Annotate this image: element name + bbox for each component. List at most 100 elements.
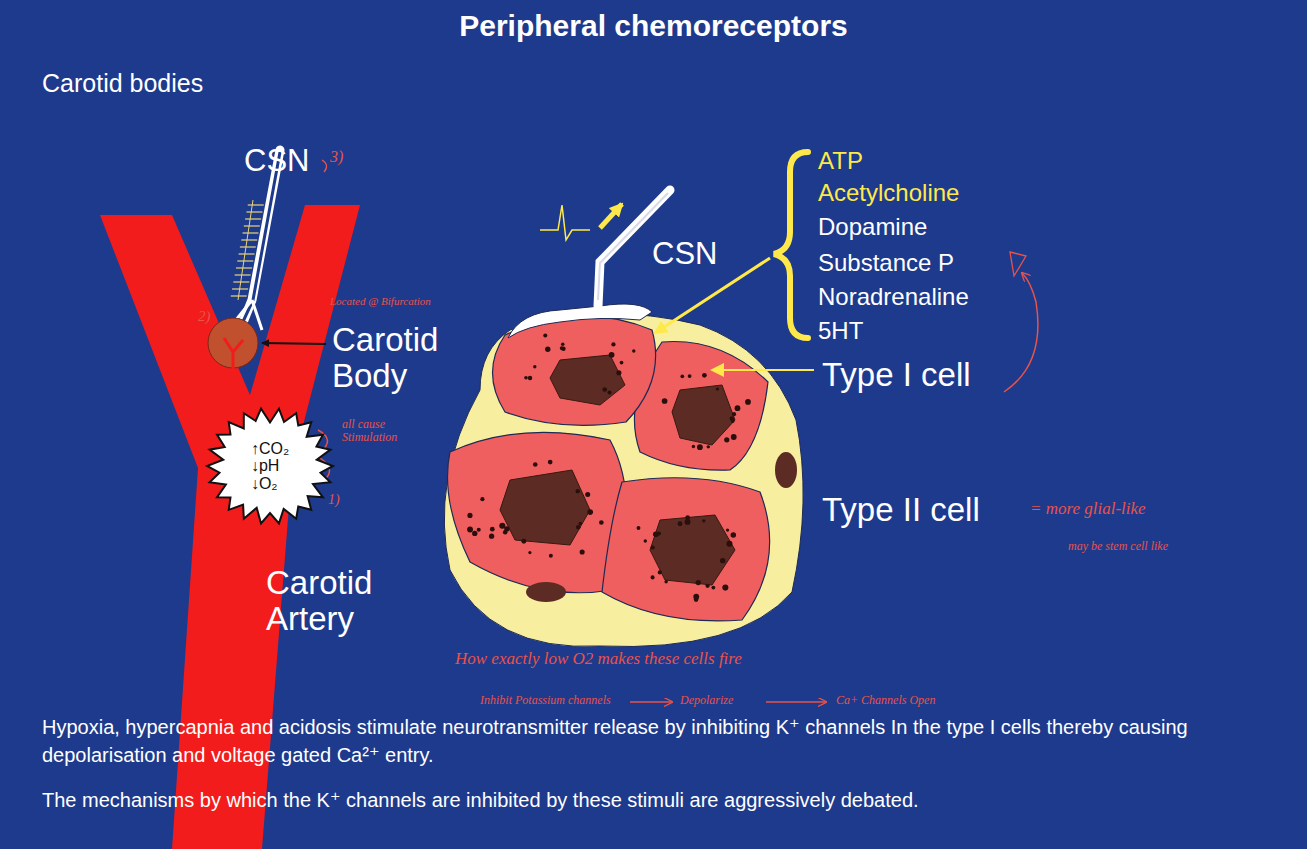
- vesicle: [528, 376, 532, 380]
- vesicle: [467, 527, 473, 533]
- vesicle: [609, 352, 615, 358]
- hatch-stroke: [245, 218, 261, 219]
- bracket: [774, 152, 808, 338]
- vesicle: [735, 405, 741, 411]
- vesicle: [585, 492, 590, 497]
- vesicle: [637, 526, 641, 530]
- vesicle: [644, 539, 647, 542]
- label-arrow: [712, 369, 814, 371]
- vesicle: [726, 541, 732, 547]
- vesicle: [651, 546, 655, 550]
- stimulus-list: ↑CO₂ ↓pH ↓O₂: [251, 440, 289, 493]
- vesicle: [722, 585, 728, 591]
- neurotransmitter: ATP: [818, 148, 863, 174]
- type-ii-cell-envelope: [444, 314, 803, 647]
- vesicle: [521, 539, 526, 544]
- part-label: Carotid Body: [332, 322, 472, 393]
- vesicle: [680, 374, 684, 378]
- neurotransmitter: Dopamine: [818, 214, 927, 240]
- vesicle: [499, 523, 505, 529]
- type-ii-nucleus: [526, 582, 566, 602]
- vesicle: [548, 460, 553, 465]
- vesicle: [620, 361, 624, 365]
- vesicle: [576, 525, 580, 529]
- vesicle: [745, 399, 751, 405]
- type-ii-nucleus: [775, 452, 797, 488]
- vesicle: [702, 373, 707, 378]
- vesicle: [662, 398, 668, 404]
- signal-arrow: [600, 204, 622, 228]
- handwritten-note: Ca+ Channels Open: [836, 694, 935, 707]
- annotation-curve: [1004, 273, 1038, 392]
- slide-title: Peripheral chemoreceptors: [0, 10, 1307, 42]
- hatch-stroke: [241, 239, 257, 240]
- vesicle: [702, 519, 705, 522]
- handwritten-note: How exactly low O2 makes these cells fir…: [455, 650, 742, 668]
- handwritten-note: all cause Stimulation: [342, 418, 404, 444]
- hatch-stroke: [236, 267, 252, 268]
- vesicle: [726, 528, 729, 531]
- vesicle: [580, 549, 585, 554]
- callout-number: 1): [328, 492, 340, 507]
- vesicle: [533, 365, 536, 368]
- vesicle: [711, 586, 715, 590]
- neurotransmitter: Acetylcholine: [818, 180, 959, 206]
- handwritten-note: may be stem cell like: [1068, 540, 1168, 553]
- nerve-terminal: [508, 304, 652, 338]
- callout-number: 3): [330, 148, 343, 165]
- vesicle: [685, 515, 690, 520]
- nucleus: [500, 355, 735, 585]
- annotation-mark: [1010, 252, 1026, 276]
- vesicle: [467, 513, 472, 518]
- part-label: Type I cell: [822, 357, 971, 393]
- vesicle-dots: [467, 333, 751, 601]
- vesicle: [616, 370, 621, 375]
- section-heading: Carotid bodies: [42, 70, 203, 97]
- vesicle: [693, 594, 699, 600]
- vesicle: [697, 444, 703, 450]
- type-i-cell: [602, 478, 770, 621]
- vesicle: [560, 346, 564, 350]
- vesicle: [696, 580, 701, 585]
- vesicle: [611, 342, 615, 346]
- handwritten-note: = more glial-like: [1030, 500, 1146, 518]
- leader-arrow: [262, 343, 326, 344]
- hatch-stroke: [237, 260, 253, 261]
- vesicle: [589, 510, 592, 513]
- starburst-shape: [207, 409, 333, 524]
- action-potential: [540, 205, 590, 240]
- callout-number: 2): [198, 308, 211, 324]
- neurotransmitter: 5HT: [818, 318, 863, 344]
- hatch-stroke: [248, 204, 264, 205]
- vesicle: [490, 527, 495, 532]
- vesicle: [732, 412, 736, 416]
- vesicle: [692, 445, 695, 448]
- vesicle: [724, 437, 729, 442]
- hatch-stroke: [239, 253, 255, 254]
- vesicle: [657, 531, 661, 535]
- vesicle: [607, 390, 611, 394]
- type-i-cell: [448, 432, 627, 592]
- vesicle: [543, 333, 547, 337]
- annotation-squiggle: [322, 160, 327, 172]
- hatch-stroke: [243, 232, 259, 233]
- vesicle: [678, 521, 683, 526]
- part-label: CSN: [652, 237, 717, 270]
- handwritten-note: Inhibit Potassium channels: [480, 694, 611, 707]
- part-label: CSN: [244, 144, 309, 177]
- sinus-nerve-core: [241, 152, 280, 326]
- vesicle: [477, 528, 481, 532]
- vesicle: [602, 387, 607, 392]
- vesicle: [705, 584, 709, 588]
- part-label: Type II cell: [822, 492, 980, 528]
- body-vessel: [224, 338, 243, 370]
- vesicle: [528, 551, 531, 554]
- vesicle: [664, 580, 668, 584]
- vesicle: [472, 531, 477, 536]
- vesicle: [731, 419, 735, 423]
- vesicle: [731, 532, 737, 538]
- process-arrow: [630, 701, 672, 702]
- vesicle: [524, 376, 528, 380]
- body-text: The mechanisms by which the K⁺ channels …: [42, 790, 919, 812]
- vesicle: [480, 497, 484, 501]
